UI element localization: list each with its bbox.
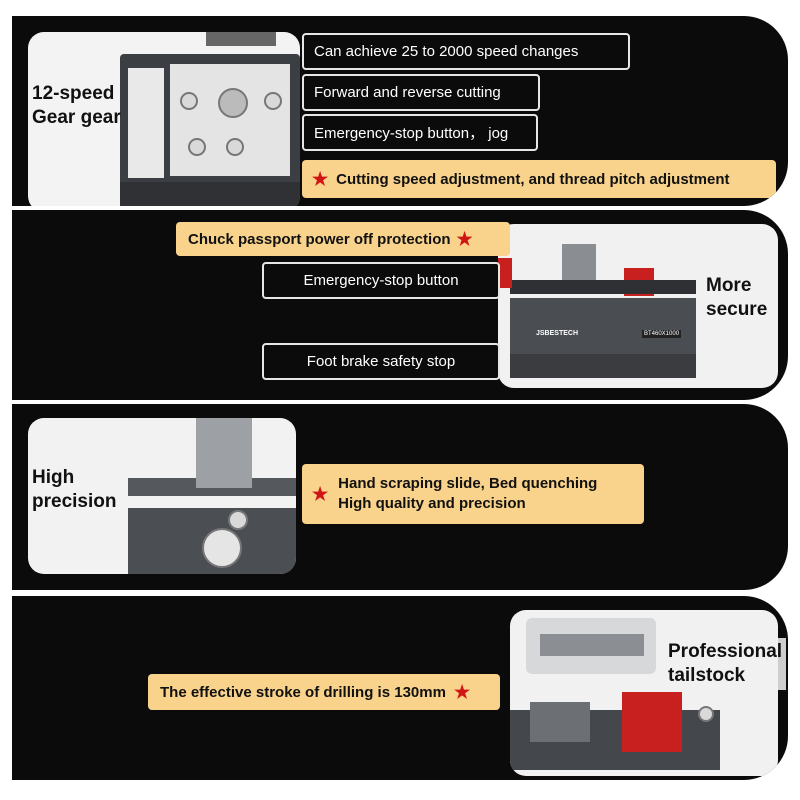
lathe-photo: JSBESTECH BT460X1000 bbox=[498, 224, 778, 388]
precision-label-line1: High bbox=[32, 467, 75, 488]
speed-chart-plate bbox=[128, 68, 164, 178]
gear-label: 12-speed Gear gear bbox=[32, 82, 121, 130]
carriage-photo bbox=[28, 418, 296, 574]
star-icon: ★ bbox=[453, 682, 471, 702]
feature-panel-tailstock: Professional tailstock The effective str… bbox=[12, 596, 788, 780]
tailstock-body bbox=[622, 692, 682, 752]
chuck-protection-callout: Chuck passport power off protection ★ bbox=[176, 222, 510, 256]
scraping-callout: ★ Hand scraping slide, Bed quenching Hig… bbox=[302, 464, 644, 524]
precision-label-line2: precision bbox=[32, 491, 117, 512]
speed-changes-text: Can achieve 25 to 2000 speed changes bbox=[314, 43, 579, 60]
tailstock-handwheel bbox=[698, 706, 714, 722]
forward-reverse-callout: Forward and reverse cutting bbox=[302, 74, 540, 111]
tailstock-photo bbox=[510, 610, 778, 776]
gear-label-line2: Gear gear bbox=[32, 107, 121, 128]
star-icon: ★ bbox=[456, 229, 473, 249]
speed-thread-callout: ★ Cutting speed adjustment, and thread p… bbox=[302, 160, 776, 198]
feed-knob-2 bbox=[226, 138, 244, 156]
gear-label-line1: 12-speed bbox=[32, 83, 115, 104]
small-handwheel bbox=[228, 510, 248, 530]
feed-knob-1 bbox=[188, 138, 206, 156]
scraping-text-line2: High quality and precision bbox=[338, 495, 526, 512]
speed-knob-2 bbox=[264, 92, 282, 110]
lathe-bed bbox=[510, 298, 696, 354]
secure-label: More secure bbox=[706, 274, 767, 322]
emergency-jog-text: Emergency-stop button， jog bbox=[314, 125, 509, 142]
scraping-text-line1: Hand scraping slide, Bed quenching bbox=[338, 475, 598, 492]
tailstock-label: Professional tailstock bbox=[664, 638, 787, 690]
speed-changes-callout: Can achieve 25 to 2000 speed changes bbox=[302, 33, 630, 70]
feature-panel-precision: High precision ★ Hand scraping slide, Be… bbox=[12, 404, 788, 590]
control-plate bbox=[170, 64, 290, 176]
star-icon: ★ bbox=[312, 169, 329, 189]
forward-reverse-text: Forward and reverse cutting bbox=[314, 84, 501, 101]
secure-label-line1: More bbox=[706, 275, 752, 296]
lower-panel bbox=[120, 182, 300, 206]
brand-plate: JSBESTECH bbox=[536, 330, 579, 337]
carriage-block bbox=[196, 418, 252, 488]
tailstock-label-line2: tailstock bbox=[668, 665, 746, 686]
emergency-stop-text: Emergency-stop button bbox=[303, 272, 459, 289]
emergency-jog-callout: Emergency-stop button， jog bbox=[302, 114, 538, 151]
chuck-protection-text: Chuck passport power off protection bbox=[188, 230, 451, 248]
star-icon: ★ bbox=[312, 484, 329, 504]
lathe-left-red bbox=[498, 258, 512, 288]
carriage-left bbox=[530, 702, 590, 742]
handwheel bbox=[202, 528, 242, 568]
speed-thread-text: Cutting speed adjustment, and thread pit… bbox=[336, 170, 730, 188]
quill-bar bbox=[540, 634, 644, 656]
feature-panel-gearbox: 12-speed Gear gear Can achieve 25 to 200… bbox=[12, 16, 788, 206]
speed-dial bbox=[218, 88, 248, 118]
lathe-top-rail bbox=[510, 280, 696, 294]
drilling-stroke-text: The effective stroke of drilling is 130m… bbox=[160, 683, 446, 701]
drilling-stroke-callout: The effective stroke of drilling is 130m… bbox=[148, 674, 500, 710]
secure-label-line2: secure bbox=[706, 299, 768, 320]
gearbox-photo bbox=[28, 32, 300, 206]
precision-label: High precision bbox=[32, 466, 116, 514]
lathe-guard bbox=[562, 244, 596, 280]
model-plate: BT460X1000 bbox=[642, 330, 682, 338]
foot-brake-callout: Foot brake safety stop bbox=[262, 343, 500, 380]
foot-brake-text: Foot brake safety stop bbox=[306, 353, 456, 370]
scraping-text: Hand scraping slide, Bed quenching High … bbox=[338, 474, 597, 514]
tailstock-label-line1: Professional bbox=[668, 641, 783, 662]
lathe-base bbox=[510, 354, 696, 378]
speed-knob-1 bbox=[180, 92, 198, 110]
top-box bbox=[206, 32, 276, 46]
feature-panel-safety: JSBESTECH BT460X1000 More secure Chuck p… bbox=[12, 210, 788, 400]
emergency-stop-callout: Emergency-stop button bbox=[262, 262, 500, 299]
